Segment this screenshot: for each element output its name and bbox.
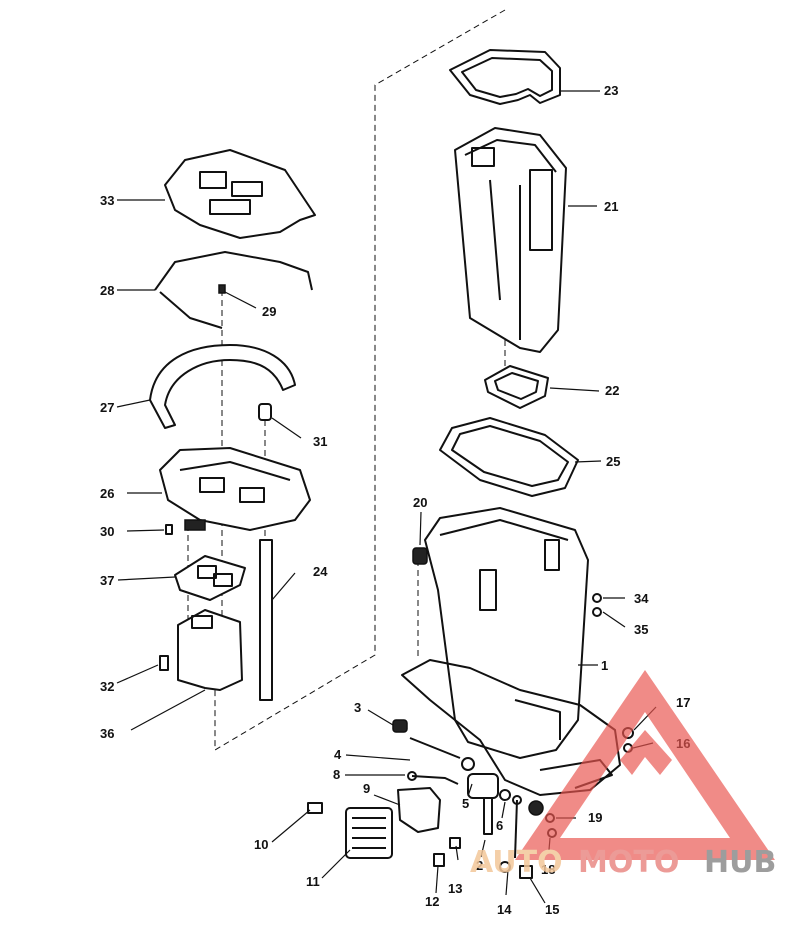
- part-21-upper-housing: [454, 127, 567, 353]
- part-37-gasket: [174, 555, 246, 601]
- callout-3: 3: [354, 700, 361, 715]
- callout-25: 25: [606, 454, 620, 469]
- callout-29: 29: [262, 304, 276, 319]
- part-24-tube: [259, 539, 273, 701]
- part-30-pin: [165, 524, 173, 535]
- callout-20: 20: [413, 495, 427, 510]
- callout-11: 11: [306, 874, 320, 889]
- callout-26: 26: [100, 486, 114, 501]
- callout-19: 19: [588, 810, 602, 825]
- part-33-plate: [164, 149, 316, 239]
- callout-5: 5: [462, 796, 469, 811]
- part-36-exhaust-tube: [177, 609, 243, 691]
- part-31-sleeve: [258, 403, 272, 421]
- callout-14: 14: [497, 902, 512, 917]
- callout-27: 27: [100, 400, 114, 415]
- part-1-driveshaft-housing: [401, 507, 621, 796]
- callout-35: 35: [634, 622, 648, 637]
- callout-13: 13: [448, 881, 462, 896]
- callout-6: 6: [496, 818, 503, 833]
- callout-32: 32: [100, 679, 114, 694]
- callout-36: 36: [100, 726, 114, 741]
- callout-28: 28: [100, 283, 114, 298]
- callout-8: 8: [333, 767, 340, 782]
- part-25-gasket: [439, 417, 579, 497]
- lower-hardware: [307, 719, 634, 879]
- watermark-moto: MOTO: [578, 845, 679, 880]
- part-29-pin: [218, 284, 226, 294]
- callout-34: 34: [634, 591, 649, 606]
- callout-31: 31: [313, 434, 327, 449]
- part-20-plug: [412, 547, 428, 565]
- callout-labels: 1 2 3 4 5 6 8 9 10 11 12 13 14 15 16 17 …: [100, 83, 690, 917]
- callout-9: 9: [363, 781, 370, 796]
- part-27-hose: [149, 344, 296, 429]
- part-23-top-gasket: [449, 49, 561, 105]
- callout-22: 22: [605, 383, 619, 398]
- callout-4: 4: [334, 747, 342, 762]
- watermark-triangle-logo: [515, 670, 775, 860]
- callout-23: 23: [604, 83, 618, 98]
- part-28-seal-ring: [154, 251, 313, 329]
- watermark-hub: HUB: [704, 845, 776, 880]
- part-22-seal: [484, 365, 549, 409]
- callout-30: 30: [100, 524, 114, 539]
- automotohub-watermark: AUTO MOTO HUB: [470, 670, 776, 880]
- callout-21: 21: [604, 199, 618, 214]
- part-32-screw: [159, 655, 169, 671]
- watermark-auto: AUTO: [470, 845, 563, 880]
- callout-15: 15: [545, 902, 559, 917]
- part-34-35-washers: [592, 593, 602, 617]
- part-26-adaptor-plate: [159, 447, 311, 531]
- callout-33: 33: [100, 193, 114, 208]
- callout-2: 2: [476, 858, 483, 873]
- callout-37: 37: [100, 573, 114, 588]
- callout-1: 1: [601, 658, 608, 673]
- callout-12: 12: [425, 894, 439, 909]
- callout-17: 17: [676, 695, 690, 710]
- leader-lines: [116, 90, 657, 904]
- callout-10: 10: [254, 837, 268, 852]
- callout-24: 24: [313, 564, 328, 579]
- callout-18: 18: [541, 862, 555, 877]
